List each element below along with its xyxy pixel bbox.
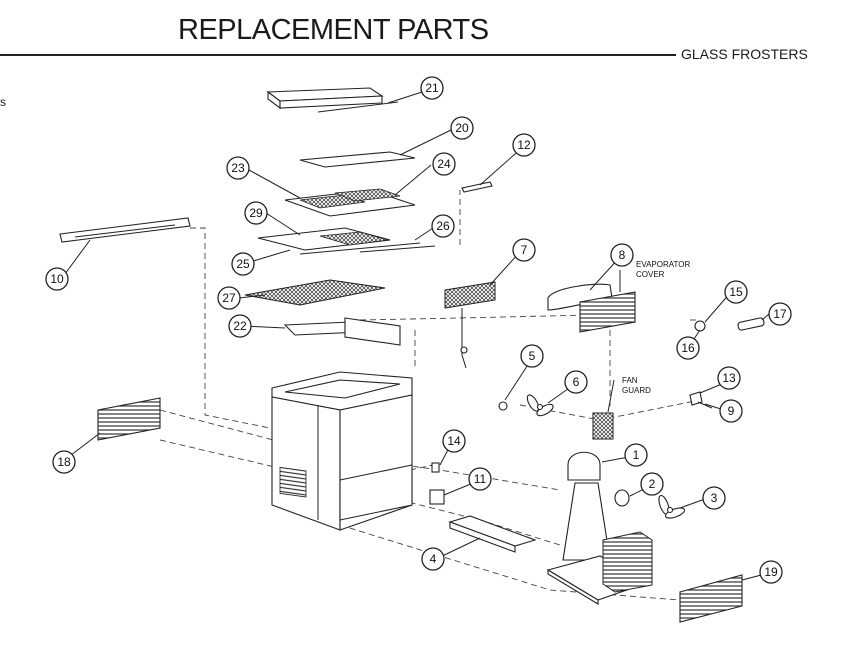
evaporator-cover-label-1: EVAPORATOR — [636, 260, 690, 269]
page-title: REPLACEMENT PARTS — [178, 14, 489, 46]
svg-text:11: 11 — [474, 472, 487, 486]
evaporator-cover-label-2: COVER — [636, 270, 665, 279]
fan-guard-label-1: FAN — [622, 376, 638, 385]
callout-15: 15 — [724, 280, 748, 304]
callout-22: 22 — [228, 314, 252, 338]
part-21-top-cover — [266, 87, 399, 113]
part-22-lid — [283, 317, 401, 346]
callout-1: 1 — [624, 443, 648, 467]
part-20-shelf — [299, 151, 416, 168]
callout-29: 29 — [244, 201, 268, 225]
header-rule — [0, 54, 676, 56]
callout-17: 17 — [768, 302, 792, 326]
callout-6: 6 — [564, 370, 588, 394]
callout-2: 2 — [640, 472, 664, 496]
svg-text:8: 8 — [619, 248, 626, 262]
svg-text:16: 16 — [681, 341, 695, 355]
callout-12: 12 — [512, 133, 536, 157]
part-1-compressor-dome — [562, 451, 611, 561]
svg-text:3: 3 — [711, 491, 718, 505]
svg-text:23: 23 — [231, 161, 245, 175]
svg-text:4: 4 — [430, 552, 437, 566]
part-5-fitting — [498, 401, 508, 411]
cabinet-body — [271, 371, 413, 531]
callout-21: 21 — [420, 76, 444, 100]
part-11-control — [429, 489, 445, 505]
margin-mark: s — [0, 95, 6, 109]
part-17-coil — [737, 317, 765, 331]
callout-14: 14 — [442, 429, 466, 453]
callout-10: 10 — [45, 267, 69, 291]
fan-guard-label-2: GUARD — [622, 386, 651, 395]
part-27-grid-tray — [244, 279, 386, 306]
callout-25: 25 — [231, 252, 255, 276]
part-25-26-29-racks — [257, 227, 436, 255]
svg-text:14: 14 — [447, 434, 461, 448]
svg-text:25: 25 — [236, 257, 250, 271]
page-subtitle: GLASS FROSTERS — [681, 46, 808, 62]
callout-4: 4 — [421, 547, 445, 571]
svg-text:1: 1 — [633, 448, 640, 462]
svg-text:21: 21 — [425, 81, 439, 95]
svg-text:10: 10 — [50, 272, 64, 286]
part-6-fan-blade — [526, 394, 554, 417]
part-18-front-grille — [97, 397, 161, 441]
condenser — [602, 531, 653, 593]
part-19-rear-grille — [679, 574, 743, 623]
callout-27: 27 — [217, 286, 241, 310]
part-16-cap — [694, 320, 706, 332]
svg-text:17: 17 — [773, 307, 787, 321]
callout-3: 3 — [702, 486, 726, 510]
svg-text:22: 22 — [233, 319, 247, 333]
svg-text:24: 24 — [437, 157, 451, 171]
part-4-drip-tray — [448, 515, 537, 553]
svg-text:27: 27 — [222, 291, 236, 305]
svg-text:12: 12 — [517, 138, 531, 152]
svg-text:26: 26 — [436, 219, 450, 233]
part-9-13-bracket — [689, 391, 713, 409]
callout-24: 24 — [432, 152, 456, 176]
part-14-switch — [431, 462, 440, 473]
part-2-fan-motor — [614, 489, 630, 507]
part-23-24-shelf-pair — [284, 188, 416, 217]
svg-text:13: 13 — [722, 371, 736, 385]
svg-text:5: 5 — [529, 349, 536, 363]
callout-8: 8 — [610, 243, 634, 267]
part-12-bar — [461, 181, 493, 193]
callout-5: 5 — [520, 344, 544, 368]
callout-7: 7 — [512, 238, 536, 262]
callout-23: 23 — [226, 156, 250, 180]
svg-text:7: 7 — [521, 243, 528, 257]
callout-20: 20 — [450, 116, 474, 140]
callout-16: 16 — [676, 336, 700, 360]
part-8-evaporator-cover: EVAPORATOR COVER — [547, 260, 690, 333]
svg-text:19: 19 — [764, 565, 778, 579]
svg-text:6: 6 — [573, 375, 580, 389]
part-3-condenser-fan — [658, 494, 686, 519]
part-10-trim-strip — [59, 217, 191, 243]
svg-text:20: 20 — [455, 121, 469, 135]
part-7-evaporator — [444, 281, 496, 369]
callout-26: 26 — [431, 214, 455, 238]
svg-text:29: 29 — [249, 206, 263, 220]
callout-19: 19 — [759, 560, 783, 584]
callout-13: 13 — [717, 366, 741, 390]
fan-guard: FAN GUARD — [592, 376, 651, 440]
callout-18: 18 — [52, 450, 76, 474]
svg-text:9: 9 — [728, 404, 735, 418]
callout-9: 9 — [719, 399, 743, 423]
svg-text:18: 18 — [57, 455, 71, 469]
callout-11: 11 — [468, 467, 492, 491]
svg-text:15: 15 — [729, 285, 743, 299]
svg-text:2: 2 — [649, 477, 656, 491]
